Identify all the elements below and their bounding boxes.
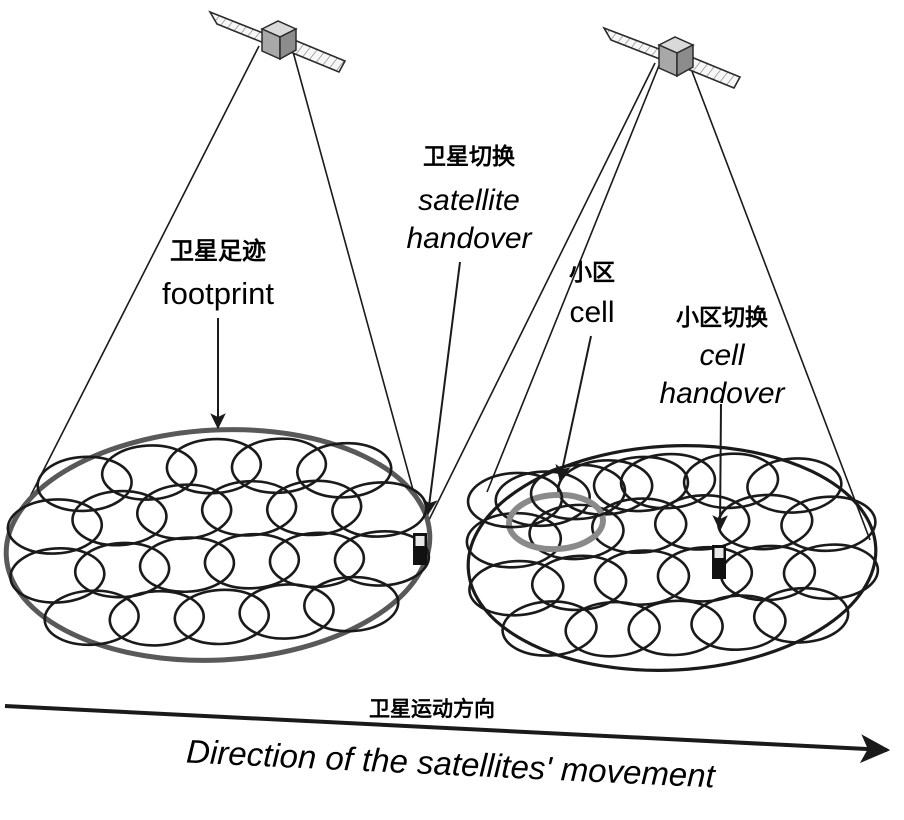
cell — [653, 493, 751, 551]
cell — [592, 455, 690, 513]
cell — [203, 532, 301, 590]
cell-handover-leader-arrow — [712, 403, 728, 532]
leader-lines — [210, 261, 728, 532]
beam-right-edge-inner — [486, 62, 661, 493]
cell — [564, 600, 661, 658]
satellite-body-side — [279, 27, 297, 61]
cell — [619, 452, 717, 510]
cell — [752, 586, 850, 644]
cell — [138, 536, 236, 594]
beam-lines-left-satellite — [7, 45, 425, 541]
solar-panel-icon — [208, 10, 271, 47]
direction-label-en: Direction of the satellites' movement — [185, 733, 717, 795]
phone-screen — [714, 548, 724, 558]
footprint-label-cn: 卫星足迹 — [170, 237, 266, 265]
cell-label-cn: 小区 — [569, 260, 615, 286]
phone-screen — [415, 536, 425, 546]
cell — [165, 437, 263, 495]
footprint-right-cells — [465, 452, 880, 658]
footprint-left — [3, 427, 433, 663]
cell — [501, 600, 598, 657]
cell — [528, 503, 625, 561]
mobile-terminal-right — [712, 545, 726, 579]
cell — [682, 452, 780, 510]
satellite-right — [602, 26, 742, 90]
cell — [494, 470, 591, 528]
cell — [230, 437, 328, 495]
cell — [468, 559, 565, 617]
cell — [265, 479, 363, 537]
footprint-right — [465, 444, 880, 672]
satellite-handover-label-en-line1: satellite — [418, 184, 520, 217]
mobile-terminal-overlap — [413, 533, 427, 565]
satellite-handover-label-cn: 卫星切换 — [423, 143, 516, 170]
cell-handover-label-en-line2: handover — [659, 377, 785, 410]
solar-panel-icon — [602, 26, 667, 63]
direction-label-cn: 卫星运动方向 — [369, 697, 495, 721]
beam-right-outer-left — [423, 62, 656, 531]
satellite-left — [208, 10, 347, 74]
cell-leader-arrow — [555, 335, 592, 482]
cell — [627, 599, 724, 657]
cell — [591, 497, 688, 555]
cell-handover-label-en-line1: cell — [699, 339, 745, 372]
satellite-handover-label-en-line2: handover — [406, 222, 532, 255]
cell — [108, 589, 206, 647]
cell — [746, 457, 843, 514]
beam-left-inner — [291, 47, 425, 531]
cell-label-en: cell — [569, 296, 614, 329]
cell — [9, 547, 106, 604]
satellite-handover-leader-arrow — [422, 261, 461, 516]
cell — [173, 588, 271, 646]
cell — [6, 498, 104, 555]
satellite-body-side — [676, 43, 694, 78]
cell — [782, 543, 880, 601]
footprint-label-en: footprint — [162, 276, 274, 311]
beam-right-outer-right — [689, 65, 871, 541]
beam-left-outer — [7, 45, 260, 541]
cell — [303, 575, 400, 633]
cell — [100, 444, 198, 501]
cell — [333, 530, 431, 587]
cell — [780, 495, 877, 553]
cell — [593, 549, 691, 606]
direction-arrow — [4, 704, 891, 764]
cell — [71, 489, 168, 547]
cell — [530, 554, 628, 612]
cell — [238, 583, 335, 640]
beam-lines-right-satellite — [423, 62, 871, 541]
cell — [690, 594, 787, 651]
cell — [43, 589, 140, 647]
footprint-left-cells — [6, 437, 431, 647]
cell-handover-label-cn: 小区切换 — [676, 304, 769, 331]
cell — [36, 455, 133, 513]
footprint-right-boundary — [466, 444, 878, 672]
cell — [466, 471, 564, 529]
cell — [529, 463, 627, 521]
highlighted-cell — [506, 491, 606, 553]
cell — [656, 545, 754, 603]
overlap-cells-restroke — [466, 455, 690, 529]
cell — [296, 441, 393, 499]
